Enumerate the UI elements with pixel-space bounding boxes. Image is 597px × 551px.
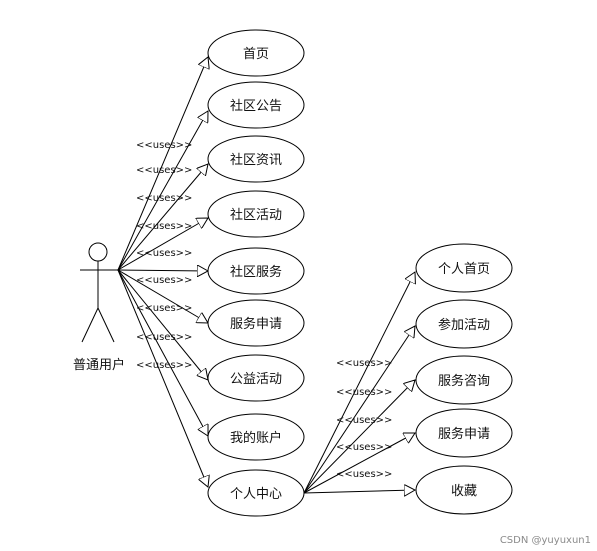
- use-case-ellipse: [207, 247, 305, 295]
- actor-figure: [80, 242, 118, 343]
- association-personal-service-apply: [303, 433, 415, 494]
- use-case-ellipse: [415, 355, 513, 405]
- association-charity: [117, 269, 208, 380]
- use-case-label: 服务咨询: [438, 373, 490, 389]
- association-home: [117, 57, 208, 271]
- use-case-charity[interactable]: 公益活动: [207, 354, 305, 402]
- stereotype-label: <<uses>>: [336, 415, 392, 426]
- stereotype-label: <<uses>>: [136, 248, 192, 259]
- use-case-ellipse: [207, 413, 305, 461]
- stereotype-label: <<uses>>: [136, 275, 192, 286]
- stereotype-label: <<uses>>: [336, 442, 392, 453]
- association-service-consult: [303, 380, 415, 494]
- use-case-news[interactable]: 社区资讯: [207, 135, 305, 183]
- use-case-label: 参加活动: [438, 317, 490, 333]
- association-personal-center: [117, 269, 208, 487]
- stereotype-label: <<uses>>: [136, 360, 192, 371]
- use-case-activity[interactable]: 社区活动: [207, 190, 305, 238]
- association-service-apply: [117, 269, 208, 323]
- use-case-label: 收藏: [451, 484, 477, 499]
- use-case-ellipse: [207, 190, 305, 238]
- use-case-personal-home[interactable]: 个人首页: [415, 243, 513, 293]
- use-case-personal-service-apply[interactable]: 服务申请: [415, 408, 513, 458]
- association-announcement: [117, 111, 208, 271]
- stereotype-label: <<uses>>: [336, 387, 392, 398]
- use-case-personal-center[interactable]: 个人中心: [207, 469, 305, 517]
- use-case-ellipse: [415, 243, 513, 293]
- actor-stereotypes: <<uses>> <<uses>> <<uses>> <<uses>> <<us…: [136, 140, 192, 371]
- use-case-label: 首页: [243, 47, 269, 62]
- personal-center-associations: [303, 272, 415, 494]
- use-case-ellipse: [415, 299, 513, 349]
- personal-center-stereotypes: <<uses>> <<uses>> <<uses>> <<uses>> <<us…: [336, 358, 392, 480]
- stereotype-label: <<uses>>: [136, 165, 192, 176]
- actor-head: [88, 242, 108, 262]
- use-case-label: 社区活动: [230, 207, 282, 223]
- association-favorites: [303, 490, 415, 493]
- use-case-label: 个人中心: [230, 487, 282, 502]
- use-case-ellipse: [415, 408, 513, 458]
- use-case-label: 社区资讯: [230, 152, 282, 168]
- use-case-ellipse: [207, 29, 305, 77]
- use-case-account[interactable]: 我的账户: [207, 413, 305, 461]
- use-case-favorites[interactable]: 收藏: [415, 465, 513, 515]
- use-case-label: 我的账户: [230, 430, 282, 446]
- watermark: CSDN @yuyuxun1: [500, 535, 591, 546]
- actor-left-leg: [81, 307, 99, 343]
- use-case-label: 服务申请: [230, 316, 282, 332]
- stereotype-label: <<uses>>: [136, 303, 192, 314]
- use-case-label: 公益活动: [230, 372, 282, 387]
- use-case-label: 服务申请: [438, 426, 490, 442]
- use-case-ellipse: [207, 81, 305, 129]
- use-case-service-apply[interactable]: 服务申请: [207, 299, 305, 347]
- actor-right-leg: [97, 307, 115, 343]
- association-activity: [117, 218, 208, 271]
- use-case-ellipse: [415, 465, 513, 515]
- use-case-home[interactable]: 首页: [207, 29, 305, 77]
- association-join-activity: [303, 326, 415, 494]
- actor-associations: [117, 57, 208, 487]
- use-case-join-activity[interactable]: 参加活动: [415, 299, 513, 349]
- stereotype-label: <<uses>>: [336, 469, 392, 480]
- association-news: [117, 164, 208, 271]
- association-personal-home: [303, 272, 415, 494]
- use-case-ellipse: [207, 299, 305, 347]
- stereotype-label: <<uses>>: [136, 140, 192, 151]
- stereotype-label: <<uses>>: [136, 193, 192, 204]
- association-account: [117, 269, 208, 436]
- association-service: [117, 270, 208, 271]
- use-case-label: 社区公告: [230, 98, 282, 114]
- use-case-ellipse: [207, 135, 305, 183]
- stereotype-label: <<uses>>: [136, 221, 192, 232]
- use-case-label: 社区服务: [230, 264, 282, 280]
- use-case-service-consult[interactable]: 服务咨询: [415, 355, 513, 405]
- stereotype-label: <<uses>>: [336, 358, 392, 369]
- use-case-service[interactable]: 社区服务: [207, 247, 305, 295]
- stereotype-label: <<uses>>: [136, 332, 192, 343]
- actor-label: 普通用户: [73, 357, 125, 373]
- use-case-label: 个人首页: [438, 262, 490, 277]
- use-case-announcement[interactable]: 社区公告: [207, 81, 305, 129]
- use-case-ellipse: [207, 354, 305, 402]
